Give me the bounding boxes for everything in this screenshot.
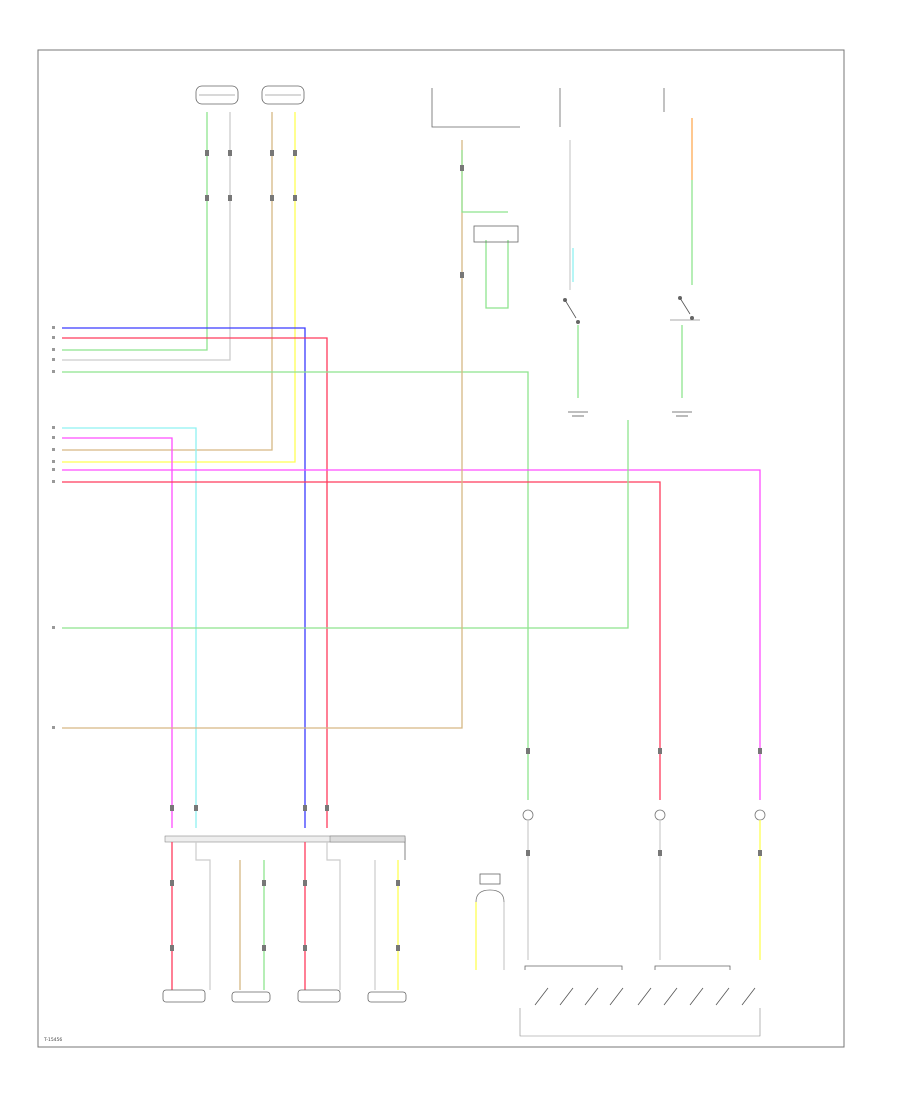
left-front-speaker-unit	[195, 85, 239, 105]
right-rear-door-speaker	[162, 989, 206, 1003]
left-tweeter	[367, 991, 407, 1003]
wire-pink-2	[62, 469, 761, 800]
wire-green-1	[62, 371, 529, 800]
ground-switch-2	[672, 411, 692, 417]
wire-red-1	[62, 337, 328, 828]
steering-switch-strip	[519, 965, 761, 1037]
fuse-box-1	[431, 88, 561, 128]
right-tweeter	[231, 991, 271, 1003]
connector-ticks	[170, 150, 762, 951]
connector-block	[164, 835, 406, 860]
component-green-line	[522, 809, 534, 960]
wire-left-front-gray	[62, 112, 231, 361]
wire-cyan	[62, 427, 197, 828]
wire-pink-1	[62, 437, 173, 828]
component-red-line	[654, 809, 666, 960]
left-rear-door-speaker	[297, 989, 341, 1003]
wire-green-2	[62, 420, 629, 629]
switch-2	[670, 296, 700, 321]
wire-spk2-gray	[326, 842, 341, 990]
footer-code: T-15456	[43, 1037, 62, 1043]
wire-tan-long	[62, 140, 463, 729]
component-pink-line	[754, 809, 766, 960]
wire-spk1-gray	[195, 842, 211, 990]
wire-right-front-tan	[62, 112, 273, 451]
right-front-speaker-unit	[261, 85, 305, 105]
wire-left-front-green	[62, 112, 208, 351]
wire-relay-loop	[485, 240, 509, 309]
pin-markers	[52, 326, 55, 729]
wire-relay-green	[461, 150, 508, 213]
wire-right-front-yellow	[62, 112, 296, 463]
ground-switch-1	[568, 411, 588, 417]
coil-component	[475, 873, 505, 970]
wire-blue	[62, 327, 306, 828]
switch-1	[563, 298, 580, 324]
diagram-frame	[37, 49, 845, 1048]
wire-red-2	[62, 481, 661, 800]
relay-box	[473, 225, 519, 243]
